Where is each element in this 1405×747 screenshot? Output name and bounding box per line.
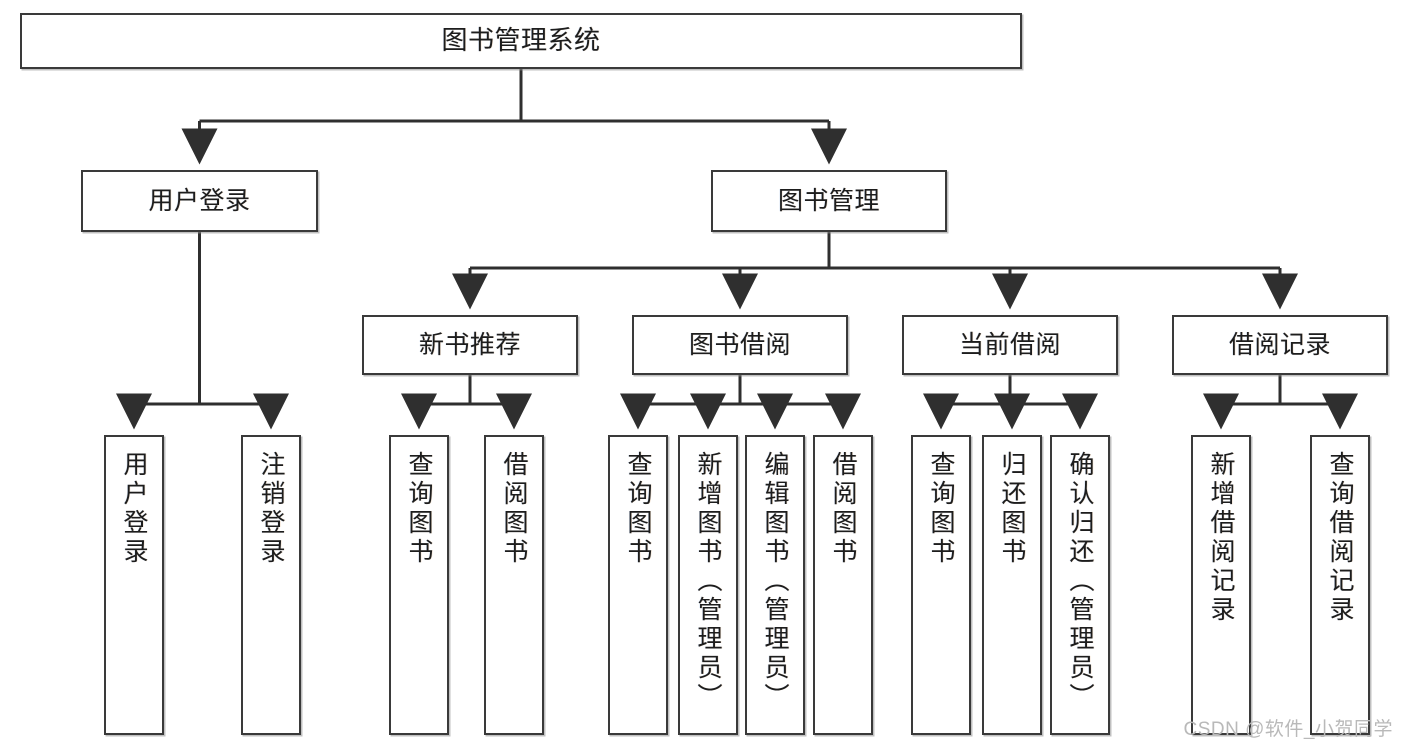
node-leaf-records-add[interactable]: 新增借阅记录 — [1191, 435, 1251, 735]
node-leaf-records-add-label: 新增借阅记录 — [1207, 451, 1235, 625]
watermark: CSDN @软件_小贺同学 — [1183, 719, 1393, 740]
node-borrow-records-label: 借阅记录 — [1228, 330, 1331, 359]
node-leaf-records-query-label: 查询借阅记录 — [1326, 451, 1354, 625]
node-leaf-newbook-query-label: 查询图书 — [405, 451, 433, 567]
node-leaf-newbook-query[interactable]: 查询图书 — [389, 435, 449, 735]
node-leaf-current-return[interactable]: 归还图书 — [982, 435, 1042, 735]
node-book-borrow[interactable]: 图书借阅 — [632, 315, 848, 375]
node-leaf-borrow-add[interactable]: 新增图书（管理员） — [678, 435, 738, 735]
node-leaf-borrow-query[interactable]: 查询图书 — [608, 435, 668, 735]
node-new-book-recommend-label: 新书推荐 — [418, 330, 521, 359]
node-leaf-borrow-edit[interactable]: 编辑图书（管理员） — [745, 435, 805, 735]
node-leaf-user-login-label: 用户登录 — [120, 451, 148, 567]
node-leaf-borrow-query-label: 查询图书 — [624, 451, 652, 567]
node-book-borrow-label: 图书借阅 — [688, 330, 791, 359]
node-leaf-borrow-edit-label: 编辑图书（管理员） — [761, 451, 789, 712]
node-leaf-borrow-borrow-label: 借阅图书 — [829, 451, 857, 567]
node-root-label: 图书管理系统 — [441, 25, 601, 56]
node-leaf-current-confirm-label: 确认归还（管理员） — [1066, 451, 1094, 712]
node-leaf-newbook-borrow[interactable]: 借阅图书 — [484, 435, 544, 735]
node-user-login[interactable]: 用户登录 — [81, 170, 318, 232]
node-current-borrow[interactable]: 当前借阅 — [902, 315, 1118, 375]
node-leaf-user-logout-label: 注销登录 — [257, 451, 285, 567]
node-leaf-user-logout[interactable]: 注销登录 — [241, 435, 301, 735]
node-new-book-recommend[interactable]: 新书推荐 — [362, 315, 578, 375]
node-book-management[interactable]: 图书管理 — [711, 170, 947, 232]
node-leaf-newbook-borrow-label: 借阅图书 — [500, 451, 528, 567]
node-leaf-records-query[interactable]: 查询借阅记录 — [1310, 435, 1370, 735]
node-root[interactable]: 图书管理系统 — [20, 13, 1022, 69]
node-leaf-borrow-borrow[interactable]: 借阅图书 — [813, 435, 873, 735]
node-leaf-current-confirm[interactable]: 确认归还（管理员） — [1050, 435, 1110, 735]
node-leaf-current-query[interactable]: 查询图书 — [911, 435, 971, 735]
node-leaf-current-return-label: 归还图书 — [998, 451, 1026, 567]
node-user-login-label: 用户登录 — [148, 186, 251, 215]
node-leaf-current-query-label: 查询图书 — [927, 451, 955, 567]
node-current-borrow-label: 当前借阅 — [958, 330, 1061, 359]
node-book-management-label: 图书管理 — [777, 186, 880, 215]
node-leaf-user-login[interactable]: 用户登录 — [104, 435, 164, 735]
node-borrow-records[interactable]: 借阅记录 — [1172, 315, 1388, 375]
node-leaf-borrow-add-label: 新增图书（管理员） — [694, 451, 722, 712]
